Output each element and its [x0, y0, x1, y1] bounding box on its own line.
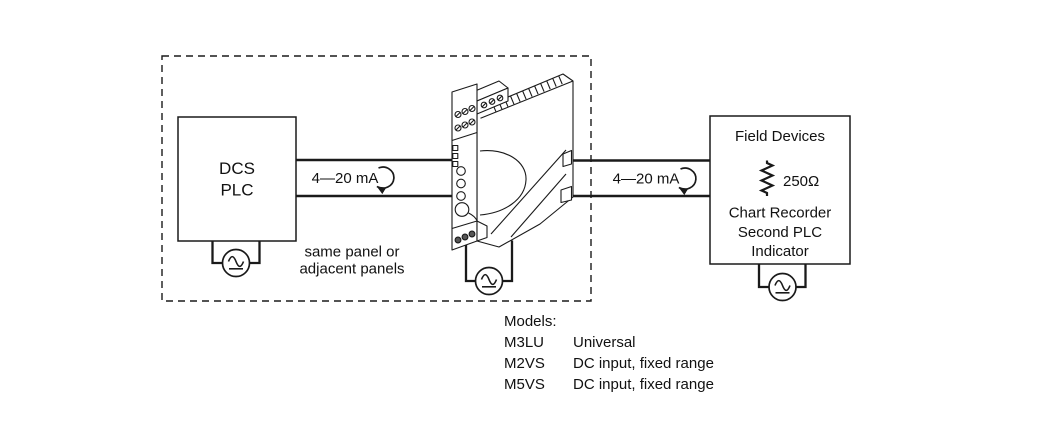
model-code-1: M3LU: [504, 334, 544, 351]
field-power-wires: [757, 264, 807, 289]
module-body-side: [476, 73, 574, 248]
module-rear-terminal-screws: [480, 94, 504, 109]
model-description-2: DC input, fixed range: [573, 355, 714, 372]
module-case-seam: [490, 149, 567, 235]
module-dip-indicators: [452, 144, 459, 168]
isolator-power-wires: [464, 240, 514, 283]
enclosure-note-line1: same panel or: [304, 244, 399, 261]
field-device-line-1: Chart Recorder: [729, 205, 832, 222]
resistor-value-label: 250Ω: [783, 173, 819, 190]
field-devices-title: Field Devices: [735, 128, 825, 145]
model-description-3: DC input, fixed range: [573, 376, 714, 393]
field-device-line-2: Second PLC: [738, 224, 822, 241]
module-bottom-terminal-side: [476, 220, 488, 242]
module-front-terminal-boundary: [451, 131, 478, 142]
isolator-power-source-icon: [474, 266, 504, 296]
input-loop-label: 4—20 mA: [312, 170, 379, 187]
module-adjust-knob: [454, 202, 470, 217]
module-side-arc: [479, 150, 527, 216]
model-code-2: M2VS: [504, 355, 545, 372]
input-current-loop-arrow-icon: [376, 166, 395, 195]
field-power-source-icon: [768, 272, 797, 302]
dcs-plc-box: [177, 116, 297, 242]
dcs-power-source-icon: [221, 248, 251, 278]
field-devices-box: [709, 115, 851, 265]
dcs-label: DCS: [219, 159, 255, 178]
module-top-crease: [480, 80, 574, 119]
models-legend: Models: M3LU Universal M2VS DC input, fi…: [504, 313, 714, 393]
module-output-terminal-tab-top: [562, 149, 573, 168]
field-device-line-3: Indicator: [751, 243, 809, 260]
models-heading: Models:: [504, 313, 557, 330]
enclosure-note-line2: adjacent panels: [299, 261, 404, 278]
module-output-terminal-tab-bottom: [560, 185, 573, 204]
module-bottom-terminal-boundary: [451, 220, 478, 230]
output-loop-label: 4—20 mA: [613, 171, 680, 188]
module-case-seam-2: [510, 173, 567, 238]
model-code-3: M5VS: [504, 376, 545, 393]
model-description-1: Universal: [573, 334, 636, 351]
plc-label: PLC: [220, 181, 253, 200]
module-front-terminal-screws: [454, 104, 476, 132]
isolator-module: [451, 73, 574, 251]
panel-enclosure-dashed-border: [161, 55, 592, 302]
output-current-loop-arrow-icon: [678, 167, 697, 196]
dcs-power-wires: [211, 241, 261, 265]
resistor-zigzag-icon: [758, 160, 776, 196]
module-test-jacks: [456, 166, 466, 201]
module-bottom-terminal-screws: [454, 230, 476, 244]
